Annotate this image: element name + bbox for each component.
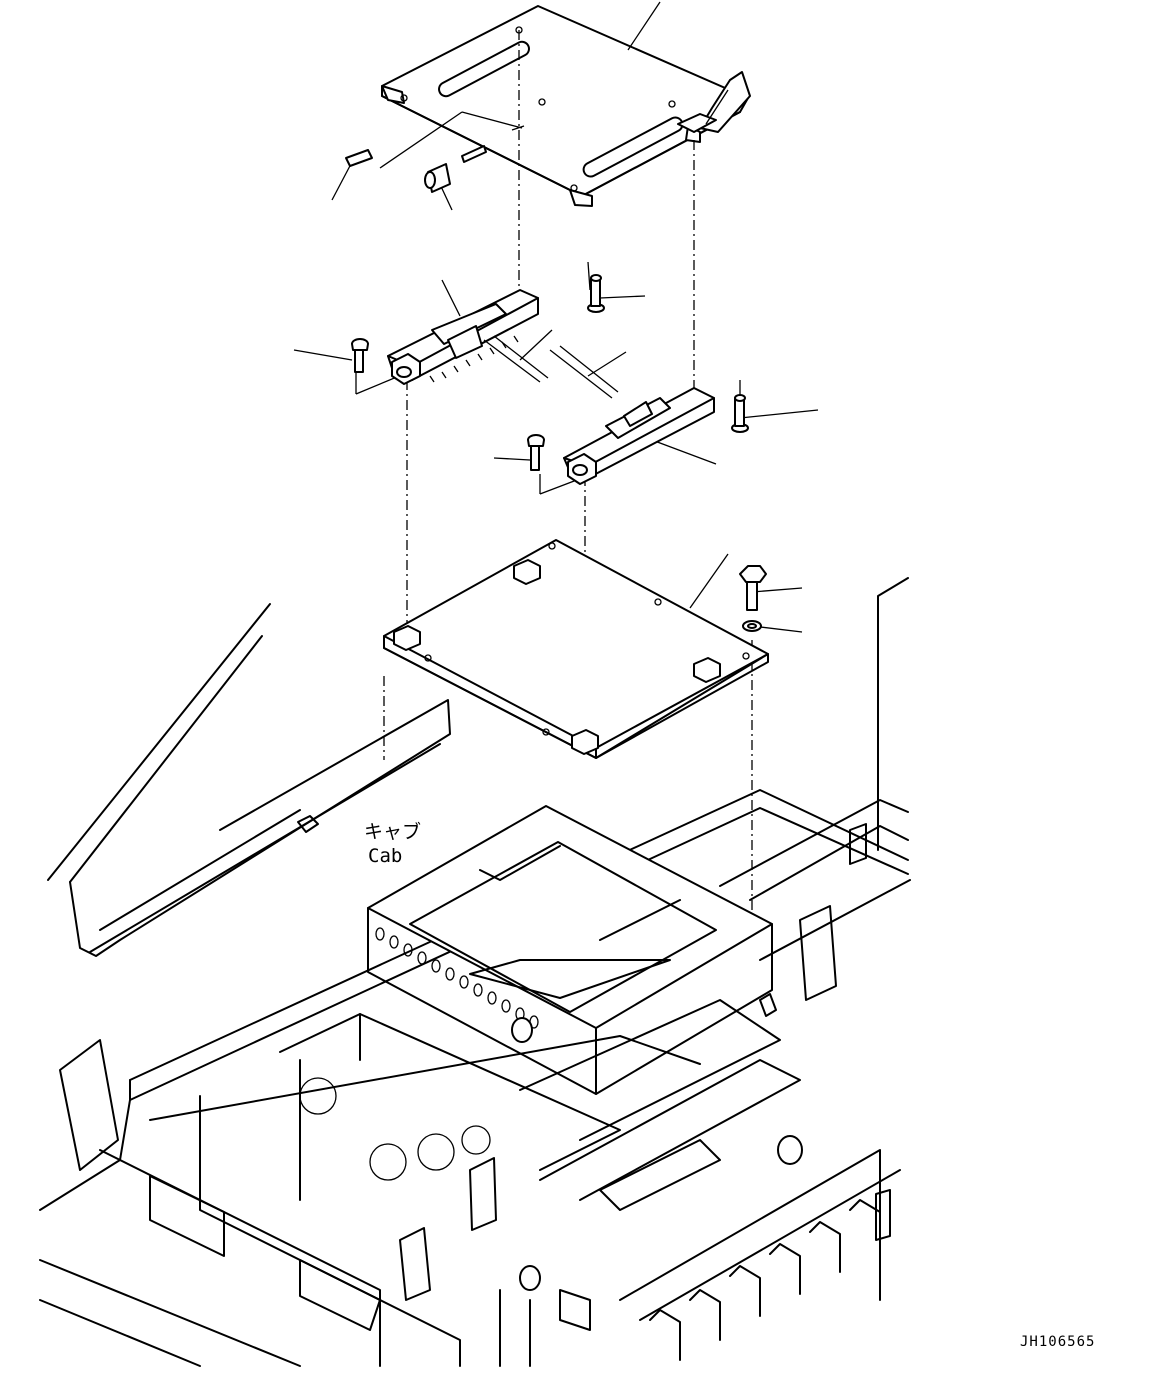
vent-holes bbox=[375, 927, 539, 1029]
base-plate bbox=[383, 539, 769, 759]
cab-label-en: Cab bbox=[368, 845, 402, 867]
slide-rail-left bbox=[387, 289, 549, 385]
cab-frame bbox=[39, 577, 911, 1367]
pins bbox=[345, 125, 525, 193]
bolts bbox=[351, 274, 767, 632]
cab-label-jp: キャブ bbox=[364, 820, 421, 843]
figure-code: JH106565 bbox=[1020, 1334, 1095, 1350]
slide-rail-right bbox=[549, 345, 715, 485]
top-seat-plate bbox=[381, 5, 751, 207]
leader-lines bbox=[293, 1, 819, 633]
lower-brackets bbox=[649, 1199, 881, 1361]
